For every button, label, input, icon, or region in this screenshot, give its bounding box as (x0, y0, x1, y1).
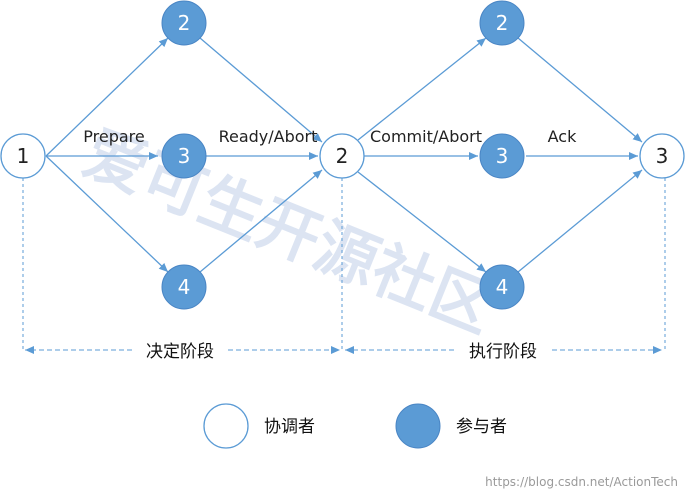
participant-node-p1-mid: 3 (161, 133, 207, 179)
edge-coord2-to-p2top (357, 37, 487, 141)
edge-label-commit-abort: Commit/Abort (370, 127, 482, 146)
legend: 协调者 参与者 (203, 403, 507, 449)
coordinator-circle (639, 133, 685, 179)
participant-label: 2 (496, 11, 509, 35)
participant-label: 2 (178, 11, 191, 35)
phase-dividers (22, 178, 666, 350)
participant-node-p2-top: 2 (479, 0, 525, 46)
edge-label-ack: Ack (548, 127, 577, 146)
edge-coord1-to-p1bot (45, 155, 169, 273)
phase-label-decision: 决定阶段 (146, 342, 214, 362)
edge-coord1-to-p1top (45, 37, 169, 157)
participant-node-p1-top: 2 (161, 0, 207, 46)
watermark: 爱可生开源社区 (74, 116, 504, 346)
participant-circle (161, 0, 207, 46)
coordinator-node-3: 3 (639, 133, 685, 179)
edge-label-prepare: Prepare (83, 127, 144, 146)
edge-p1top-to-coord2 (199, 37, 323, 143)
legend-participant-label: 参与者 (456, 417, 507, 437)
legend-participant-swatch (395, 403, 441, 449)
coordinator-node-2: 2 (319, 133, 365, 179)
coordinator-circle (0, 133, 46, 179)
coordinator-label: 3 (656, 144, 669, 168)
participant-circle (479, 133, 525, 179)
coordinator-label: 1 (17, 144, 30, 168)
coordinator-node-1: 1 (0, 133, 46, 179)
legend-coordinator-swatch (203, 403, 249, 449)
edge-coord2-to-p2bot (357, 171, 487, 273)
source-credit: https://blog.csdn.net/ActionTech (485, 475, 678, 489)
participant-node-p2-bot: 4 (479, 264, 525, 310)
participant-label: 3 (496, 144, 509, 168)
participant-circle (479, 264, 525, 310)
participant-label: 3 (178, 144, 191, 168)
coordinator-label: 2 (336, 144, 349, 168)
phase-label-execution: 执行阶段 (469, 342, 537, 362)
edges-phase-2 (357, 37, 643, 273)
edge-label-ready-abort: Ready/Abort (219, 127, 318, 146)
edge-p2top-to-coord3 (517, 37, 643, 143)
edge-p1bot-to-coord2 (199, 169, 323, 273)
edges-phase-1 (45, 37, 323, 273)
participant-node-p1-bot: 4 (161, 264, 207, 310)
participant-circle (161, 264, 207, 310)
participant-label: 4 (178, 275, 191, 299)
participant-label: 4 (496, 275, 509, 299)
legend-coordinator-label: 协调者 (264, 417, 315, 437)
participant-node-p2-mid: 3 (479, 133, 525, 179)
participant-circle (161, 133, 207, 179)
edge-p2bot-to-coord3 (517, 169, 643, 273)
participant-circle (479, 0, 525, 46)
coordinator-circle (319, 133, 365, 179)
